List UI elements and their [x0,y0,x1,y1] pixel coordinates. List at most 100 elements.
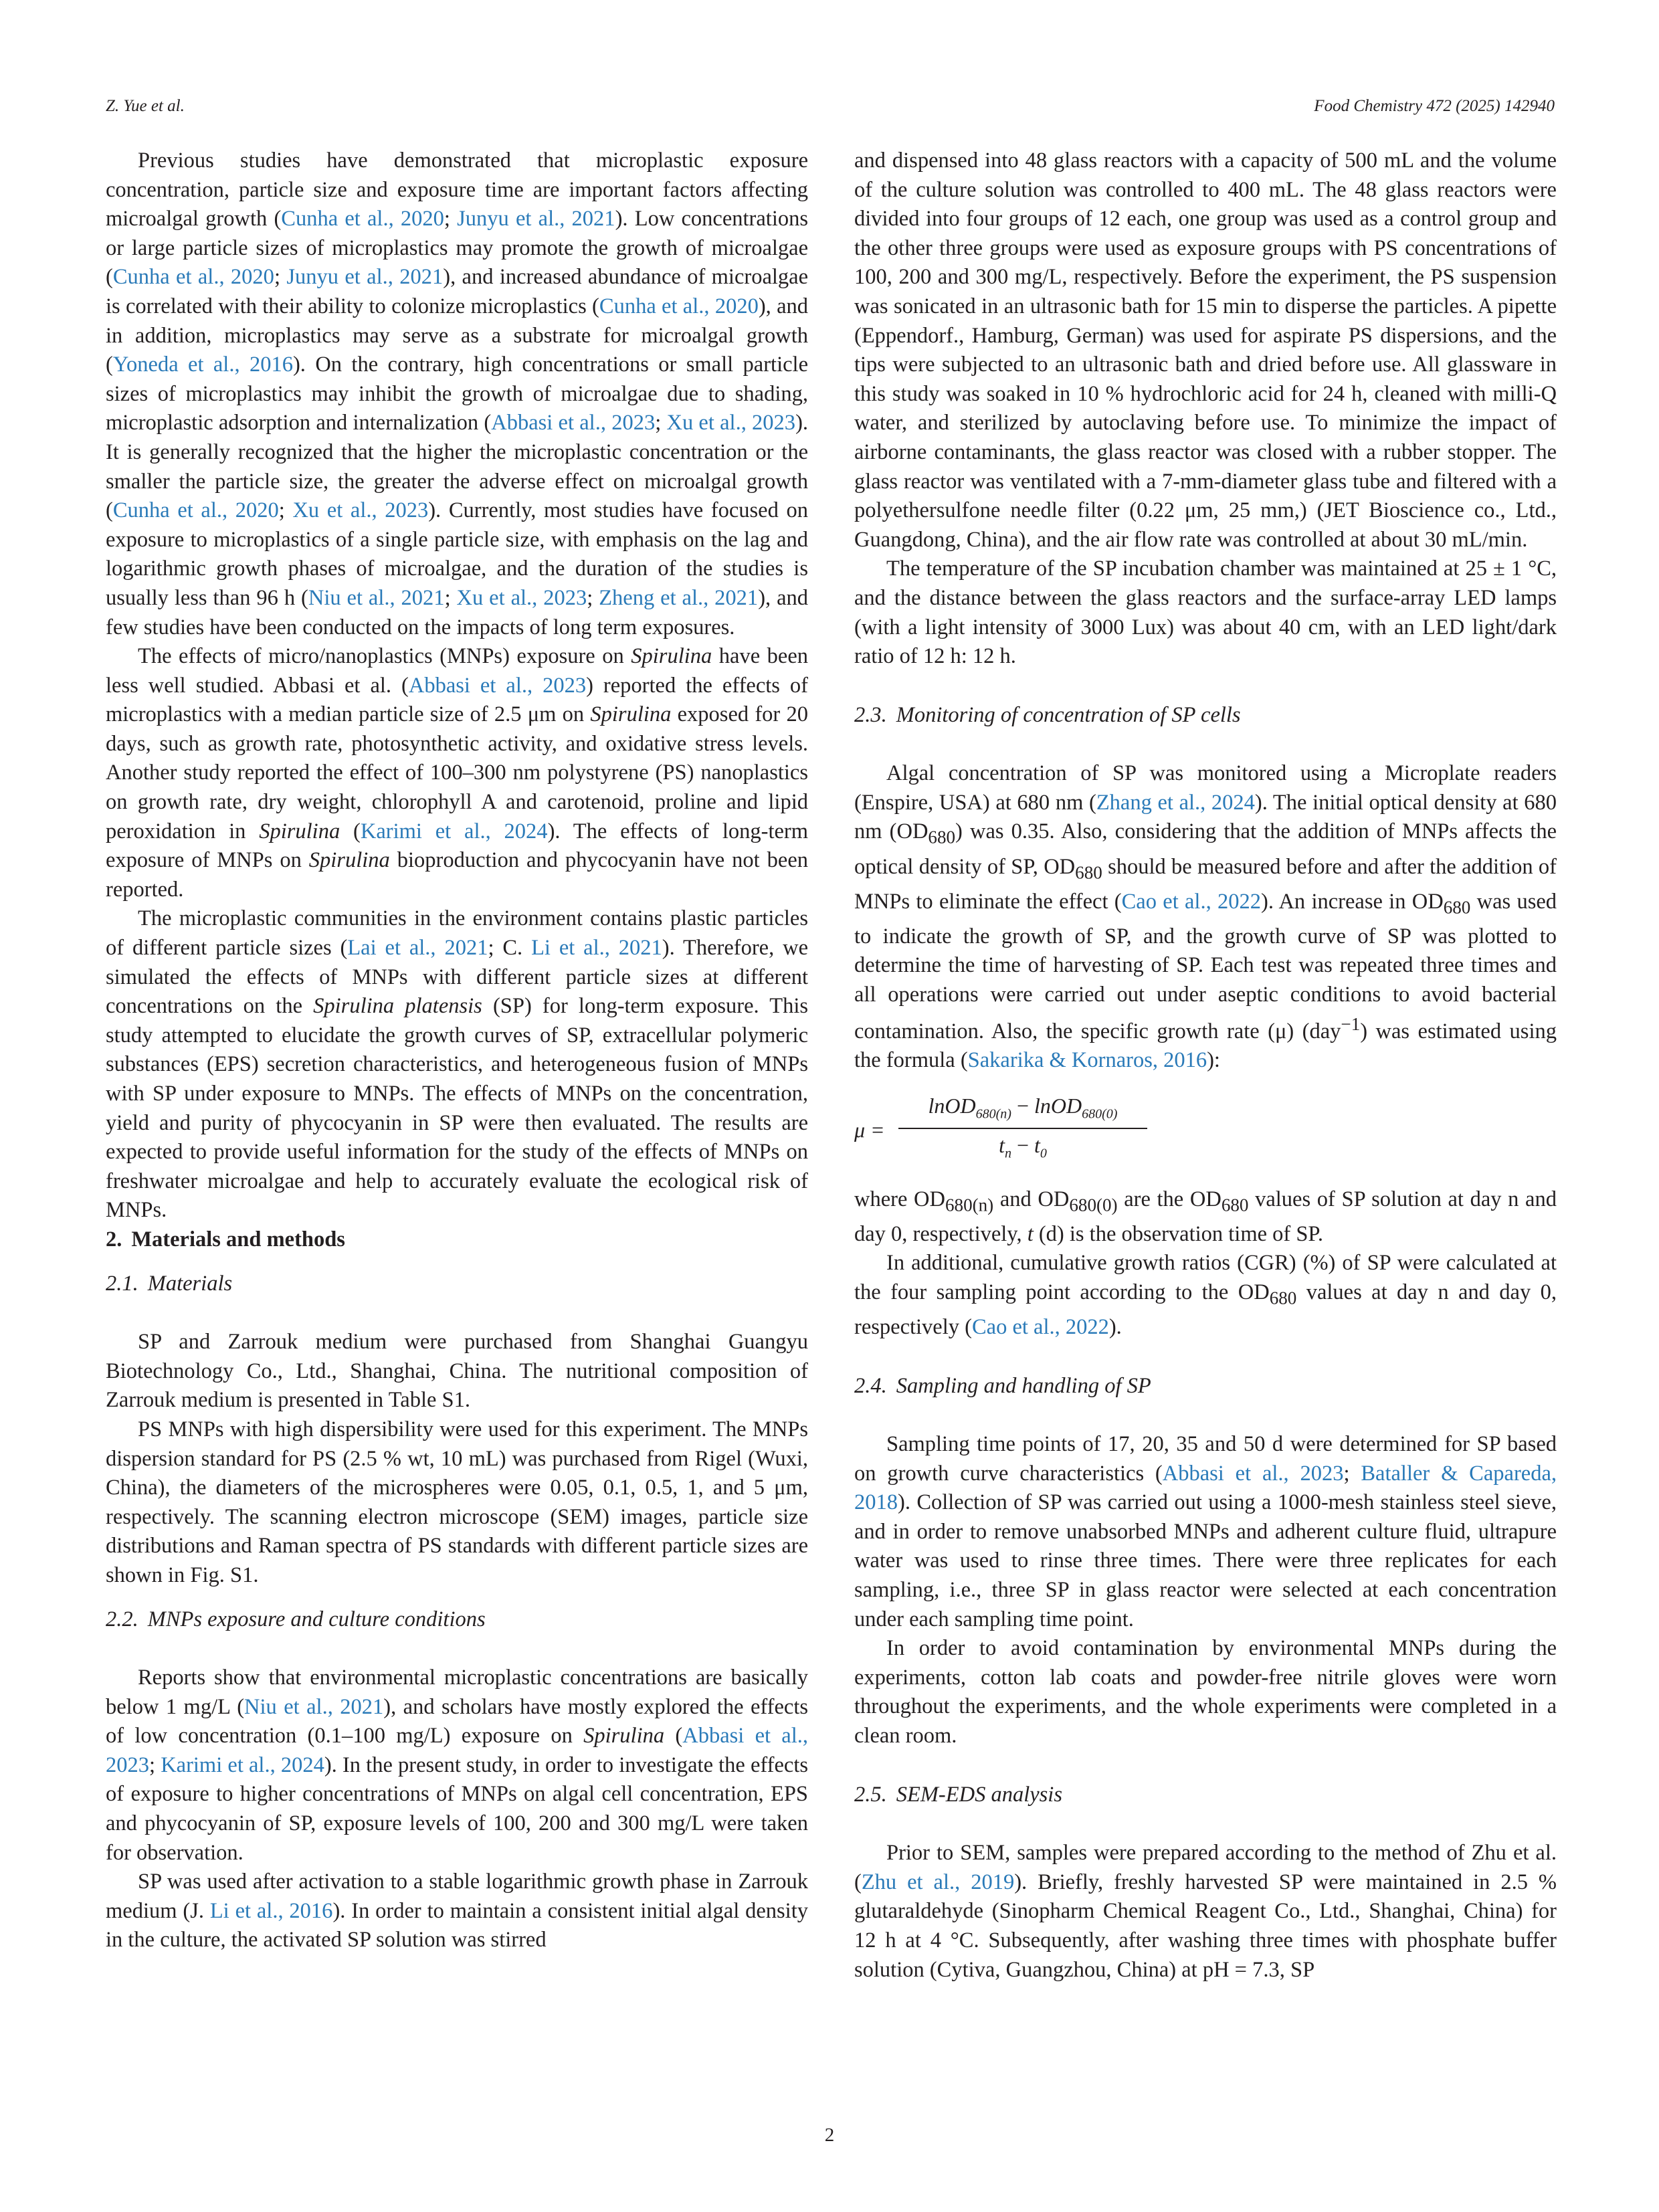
text: ), and scholars have mostly explored the… [106,1694,809,1748]
citation-link[interactable]: Xu et al., 2023 [292,498,429,523]
citation-link[interactable]: Zhang et al., 2024 [1096,790,1255,815]
citation-link[interactable]: Zheng et al., 2021 [599,585,759,610]
sampling-paragraph-1: Sampling time points of 17, 20, 35 and 5… [854,1430,1557,1634]
citation-link[interactable]: Xu et al., 2023 [456,585,587,610]
materials-paragraph-2: PS MNPs with high dispersibility were us… [106,1417,808,1587]
right-column: and dispensed into 48 glass reactors wit… [854,146,1557,1985]
formula-equals: = [872,1117,884,1142]
text: are the OD [1117,1187,1222,1211]
term-subscript: 680(0) [1082,1106,1118,1121]
citation-link[interactable]: Niu et al., 2021 [244,1694,384,1719]
citation-link[interactable]: Cao et al., 2022 [1121,889,1261,914]
term: lnOD [1034,1093,1082,1118]
text: ; C. [488,936,532,961]
citation-link[interactable]: Abbasi et al., 2023 [408,673,587,698]
monitoring-paragraph: Algal concentration of SP was monitored … [854,759,1557,1075]
text: ( [664,1724,683,1748]
subsection-title: Materials [147,1271,233,1296]
text: Algal concentration of SP was monitored … [854,761,1557,815]
species-name: Spirulina [308,848,390,873]
text: ). In the present study, in order to inv… [106,1752,809,1865]
cgr-paragraph: In additional, cumulative growth ratios … [854,1249,1557,1342]
text: ; [587,585,599,610]
citation-link[interactable]: Abbasi et al., 2023 [1162,1461,1344,1486]
citation-link[interactable]: Zhu et al., 2019 [861,1870,1015,1894]
citation-link[interactable]: Cao et al., 2022 [971,1314,1109,1339]
text: ). Briefly, freshly harvested SP were ma… [854,1870,1557,1982]
text: Reports show that environmental micropla… [106,1666,808,1719]
section-number: 2. [106,1227,122,1251]
intro-paragraph-3: The microplastic communities in the envi… [106,904,808,1225]
citation-link[interactable]: Abbasi et al., 2023 [106,1724,809,1777]
text: values of SP solution at day n and day 0… [854,1187,1557,1246]
citation-link[interactable]: Bataller & Capareda, 2018 [854,1461,1557,1515]
citation-link[interactable]: Karimi et al., 2024 [360,819,548,843]
incubation-paragraph: The temperature of the SP incubation cha… [854,557,1557,669]
section-title: Materials and methods [131,1227,345,1251]
text: ; [444,207,458,231]
citation-link[interactable]: Li et al., 2021 [531,936,662,961]
subsection-heading: 2.3.Monitoring of concentration of SP ce… [854,701,1557,730]
text: ) reported the effects of microplastics … [106,673,809,727]
term-subscript: 0 [1040,1146,1047,1161]
text: ), and in addition, microplastics may se… [106,294,809,377]
citation-link[interactable]: Sakarika & Kornaros, 2016 [967,1047,1207,1072]
citation-link[interactable]: Yoneda et al., 2016 [112,353,293,377]
text: ). [1108,1314,1122,1339]
term: lnOD [928,1093,976,1118]
citation-link[interactable]: Karimi et al., 2024 [161,1752,324,1777]
text: ). It is generally recognized that the h… [106,411,809,523]
text: ). In order to maintain a consistent ini… [106,1898,808,1952]
citation-link[interactable]: Lai et al., 2021 [347,936,488,961]
term-subscript: 680(n) [975,1106,1011,1121]
term: t [999,1132,1005,1157]
text: The microplastic communities in the envi… [106,906,808,961]
subsection-number: 2.2. [106,1607,138,1631]
text: (SP) for long-term exposure. This study … [106,994,809,1223]
species-name: Spirulina [259,819,340,843]
citation-link[interactable]: Cunha et al., 2020 [599,294,759,318]
text: ). An increase in OD [1261,889,1444,914]
citation-link[interactable]: Xu et al., 2023 [666,411,796,435]
subsection-title: Monitoring of concentration of SP cells [896,702,1241,727]
species-name: Spirulina [583,1724,665,1748]
text: ( [340,819,361,843]
text: where OD [854,1187,945,1211]
text: ). The effects of long-term exposure of … [106,819,808,873]
page-number: 2 [824,2124,835,2146]
text: Sampling time points of 17, 20, 35 and 5… [854,1432,1557,1486]
formula-symbol-mu: μ [854,1117,866,1142]
left-column: Previous studies have demonstrated that … [106,146,808,1955]
formula-fraction: lnOD680(n) − lnOD680(0) tn − t0 [898,1092,1147,1170]
citation-link[interactable]: Niu et al., 2021 [308,585,445,610]
formula-denominator: tn − t0 [898,1129,1147,1169]
text: ; [655,411,667,435]
running-header-journal: Food Chemistry 472 (2025) 142940 [1314,97,1555,115]
citation-link[interactable]: Junyu et al., 2021 [286,265,444,290]
text: ) was estimated using the formula ( [854,1019,1557,1072]
fraction-bar [898,1127,1147,1129]
text: ): [1207,1047,1220,1072]
term-subscript: n [1004,1146,1011,1161]
sem-paragraph: Prior to SEM, samples were prepared acco… [854,1839,1557,1985]
text: ; [149,1752,161,1777]
subscript: 680 [928,827,956,847]
text: (d) is the observation time of SP. [1033,1221,1324,1246]
text: should be measured before and after the … [854,854,1557,914]
subscript: 680 [1443,897,1471,918]
subsection-heading: 2.5.SEM-EDS analysis [854,1781,1557,1810]
text: ), and increased abundance of microalgae… [106,265,809,318]
citation-link[interactable]: Cunha et al., 2020 [112,498,279,523]
formula-numerator: lnOD680(n) − lnOD680(0) [898,1092,1147,1128]
exposure-paragraph-2: SP was used after activation to a stable… [106,1868,808,1955]
citation-link[interactable]: Cunha et al., 2020 [281,207,444,231]
citation-link[interactable]: Junyu et al., 2021 [457,207,615,231]
intro-paragraph-1: Previous studies have demonstrated that … [106,146,808,642]
citation-link[interactable]: Abbasi et al., 2023 [491,411,656,435]
citation-link[interactable]: Cunha et al., 2020 [112,265,274,290]
text: ). Low concentrations or large particle … [106,207,808,290]
text: The effects of micro/nanoplastics (MNPs)… [138,644,631,669]
text: values at day n and day 0, respectively … [854,1280,1557,1339]
citation-link[interactable]: Li et al., 2016 [209,1898,333,1923]
text: SP was used after activation to a stable… [106,1870,808,1923]
